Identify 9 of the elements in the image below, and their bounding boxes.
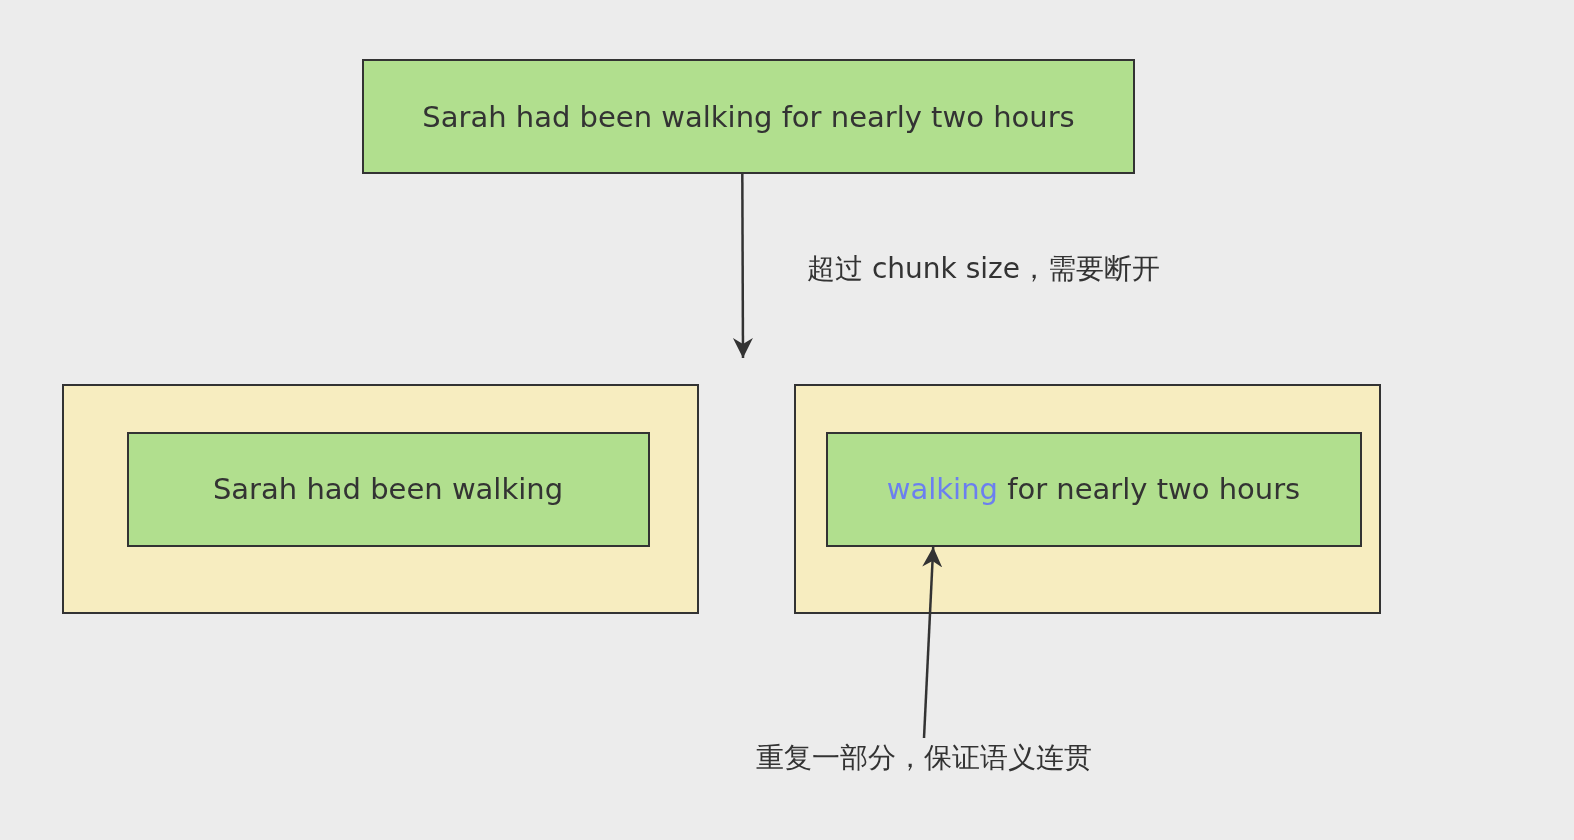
arrow bbox=[922, 546, 943, 739]
text-box: Sarah had been walking bbox=[126, 431, 650, 547]
text-box: Sarah had been walking for nearly two hours bbox=[362, 59, 1135, 174]
chunk-box bbox=[794, 384, 1381, 614]
edge-label: 超过 chunk size，需要断开 bbox=[807, 251, 1160, 287]
chunk-box bbox=[62, 384, 699, 614]
arrow bbox=[732, 174, 753, 358]
note-text: 重复一部分，保证语义连贯 bbox=[736, 738, 1112, 778]
text-box: walking for nearly two hours bbox=[825, 431, 1362, 547]
